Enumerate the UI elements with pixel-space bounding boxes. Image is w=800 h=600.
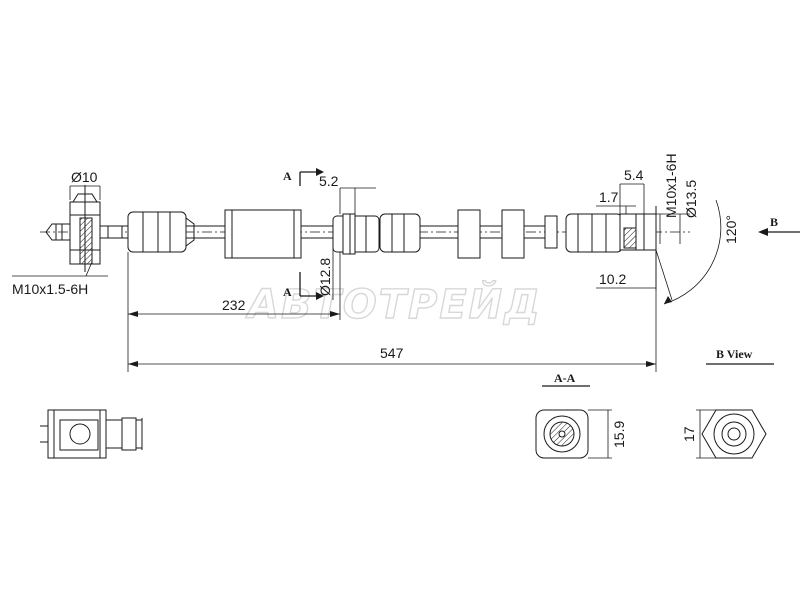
dim-diameter-13-5: Ø13.5 (683, 180, 699, 218)
thread-left-label: M10x1.5-6H (12, 281, 88, 297)
dim-547: 547 (380, 345, 404, 361)
dim-15-9: 15.9 (611, 421, 627, 448)
b-view-hex (701, 409, 767, 459)
section-aa-view (535, 409, 589, 459)
dim-232: 232 (222, 297, 246, 313)
dim-diameter-12-8: Ø12.8 (317, 258, 333, 296)
view-b-arrow-label: B (770, 215, 778, 229)
dim-5-4: 5.4 (624, 167, 644, 183)
hose-body (122, 209, 623, 259)
dim-17: 17 (681, 426, 697, 442)
bottom-side-view (40, 409, 143, 459)
b-view-label: B View (716, 347, 753, 361)
left-fitting (45, 185, 123, 272)
dim-5-2: 5.2 (319, 173, 339, 189)
right-fitting (619, 206, 657, 258)
section-aa-label: A-A (554, 371, 576, 385)
thread-right-label: M10x1-6H (663, 153, 679, 218)
watermark: АВТОТРЕЙД (245, 280, 542, 328)
dim-10-2: 10.2 (599, 271, 626, 287)
section-a-bottom: A (283, 285, 292, 299)
dim-diameter-10: Ø10 (71, 169, 98, 185)
angle-120: 120° (723, 215, 739, 244)
section-a-top: A (283, 169, 292, 183)
dim-1-7: 1.7 (599, 189, 619, 205)
